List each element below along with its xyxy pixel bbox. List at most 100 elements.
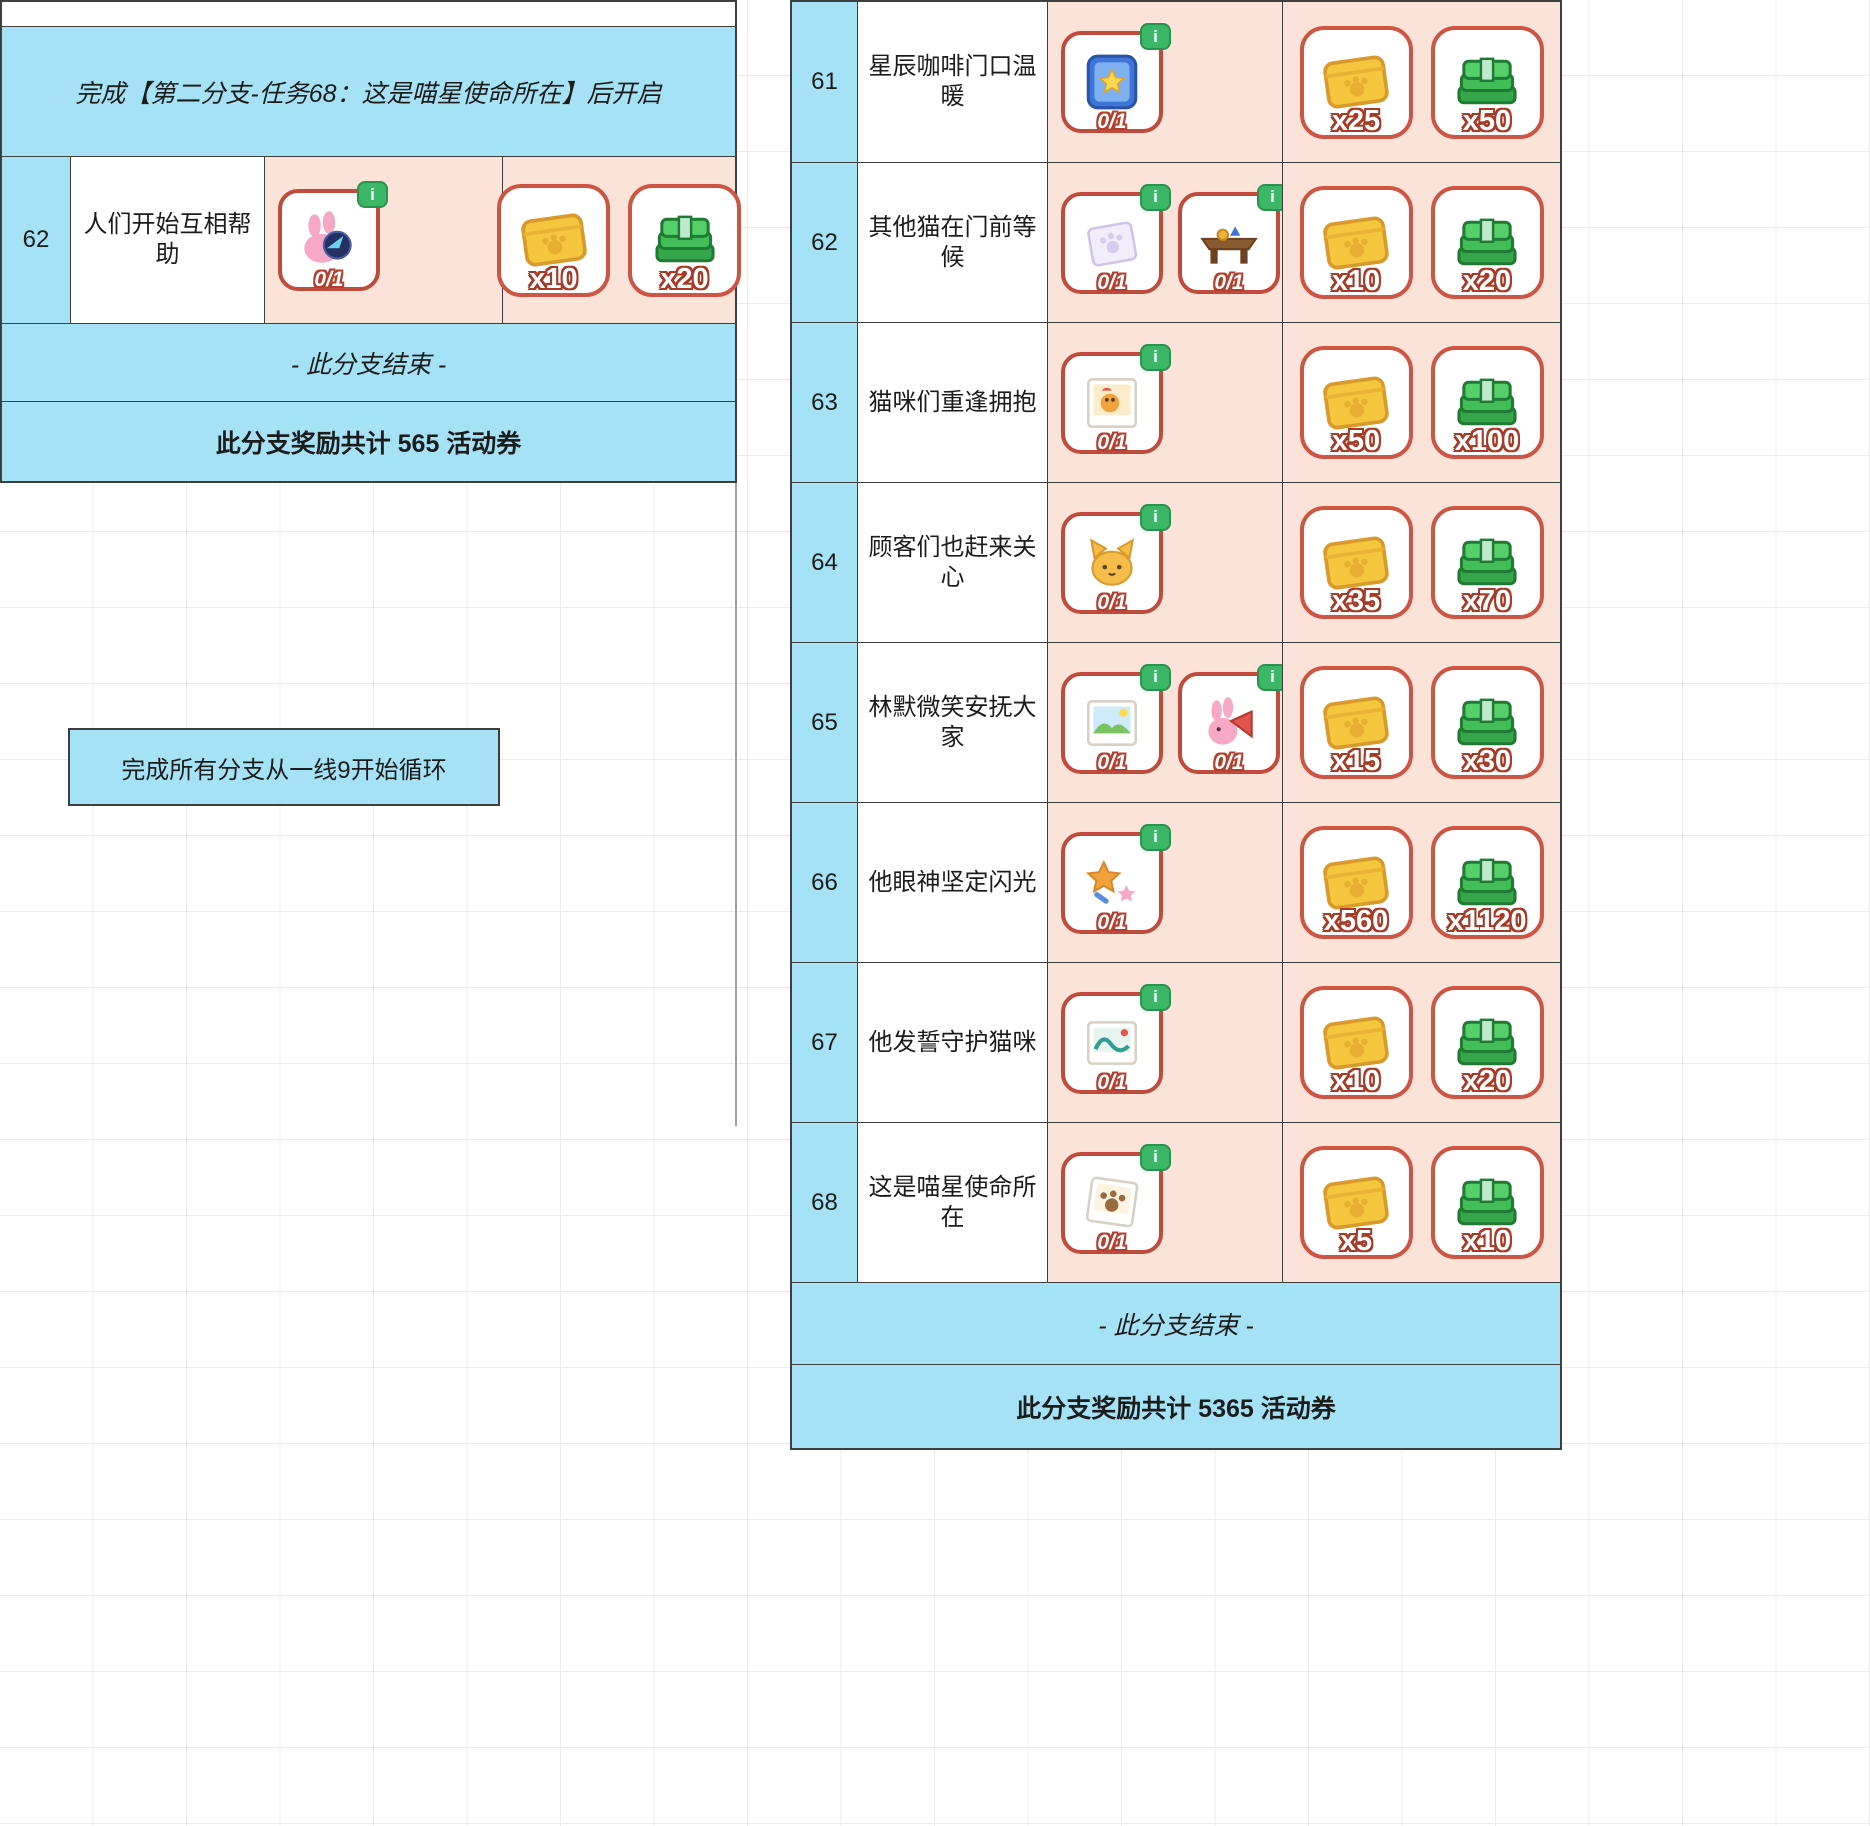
task-rewards-cell[interactable]: x5 x10 xyxy=(1282,1123,1560,1282)
task-number-cell[interactable]: 66 xyxy=(792,803,857,962)
ticket-reward-tile: x560 xyxy=(1299,826,1413,939)
info-badge-icon: i xyxy=(1140,983,1171,1011)
task-progress: 0/1 xyxy=(1097,110,1127,133)
reward-count: x20 xyxy=(1462,265,1512,297)
task-name-cell[interactable]: 林默微笑安抚大家 xyxy=(857,643,1047,802)
cat-face-icon xyxy=(1079,530,1145,596)
task-number-cell[interactable]: 61 xyxy=(792,2,857,162)
loop-note-box[interactable]: 完成所有分支从一线9开始循环 xyxy=(68,728,500,806)
postcard-teal-task-tile: i 0/1 xyxy=(1061,983,1171,1094)
ticket-reward-tile: x25 xyxy=(1299,25,1413,139)
wooden-table-icon xyxy=(1196,210,1262,276)
task-name-cell[interactable]: 星辰咖啡门口温暖 xyxy=(857,2,1047,162)
branch-end-label[interactable]: - 此分支结束 - xyxy=(792,1283,1560,1364)
task-progress: 0/1 xyxy=(1214,270,1244,294)
task-rewards-cell[interactable]: x35 x70 xyxy=(1282,483,1560,642)
task-number-cell[interactable]: 65 xyxy=(792,643,857,802)
task-name-cell[interactable]: 顾客们也赶来关心 xyxy=(857,483,1047,642)
task-number-cell[interactable]: 62 xyxy=(2,157,70,323)
branch-end-row: - 此分支结束 - xyxy=(2,323,735,401)
money-icon xyxy=(1448,1004,1526,1082)
task-name-cell[interactable]: 他眼神坚定闪光 xyxy=(857,803,1047,962)
column-divider-line xyxy=(735,480,737,1126)
money-icon xyxy=(1448,43,1526,121)
reward-count: x30 xyxy=(1462,745,1512,777)
info-badge-icon: i xyxy=(1140,23,1171,50)
empty-cell[interactable] xyxy=(2,2,735,26)
task-number-cell[interactable]: 63 xyxy=(792,323,857,482)
task-number-cell[interactable]: 62 xyxy=(792,163,857,322)
info-badge-icon: i xyxy=(1140,183,1171,211)
ticket-reward-tile: x5 xyxy=(1299,1146,1413,1259)
reward-count: x10 xyxy=(1462,1225,1512,1257)
info-badge-icon: i xyxy=(1140,663,1171,691)
money-icon xyxy=(1448,1164,1526,1242)
money-reward-tile: x20 xyxy=(1430,186,1544,299)
money-reward-tile: x20 xyxy=(628,183,741,297)
reward-count: x560 xyxy=(1323,905,1389,937)
task-number-cell[interactable]: 68 xyxy=(792,1123,857,1282)
task-name-cell[interactable]: 其他猫在门前等候 xyxy=(857,163,1047,322)
reward-count: x50 xyxy=(1462,104,1512,137)
ticket-icon xyxy=(515,201,593,279)
task-rewards-cell[interactable]: x560 x1120 xyxy=(1282,803,1560,962)
photo-paw-icon xyxy=(1079,1170,1145,1236)
ticket-icon xyxy=(1317,43,1395,121)
paw-letter-icon xyxy=(1079,210,1145,276)
task-name-cell[interactable]: 猫咪们重逢拥抱 xyxy=(857,323,1047,482)
task-progress: 0/1 xyxy=(1214,750,1244,774)
branch-total-label[interactable]: 此分支奖励共计 5365 活动券 xyxy=(792,1365,1560,1448)
branch-total-row: 此分支奖励共计 565 活动券 xyxy=(2,401,735,481)
photo-landscape-icon xyxy=(1079,690,1145,756)
task-number-cell[interactable]: 67 xyxy=(792,963,857,1122)
task-number-cell[interactable]: 64 xyxy=(792,483,857,642)
task-rewards-cell[interactable]: x10 x20 xyxy=(1282,163,1560,322)
reward-count: x10 xyxy=(1331,1065,1381,1097)
money-icon xyxy=(1448,204,1526,282)
reward-count: x35 xyxy=(1331,585,1381,617)
money-reward-tile: x70 xyxy=(1430,506,1544,619)
info-badge-icon: i xyxy=(1140,343,1171,371)
branch-total-label[interactable]: 此分支奖励共计 565 活动券 xyxy=(2,402,735,481)
money-reward-tile: x1120 xyxy=(1430,826,1544,939)
money-reward-tile: x20 xyxy=(1430,986,1544,1099)
task-progress: 0/1 xyxy=(1097,270,1127,294)
task-progress: 0/1 xyxy=(1097,1070,1127,1094)
money-reward-tile: x10 xyxy=(1430,1146,1544,1259)
branch-unlock-note[interactable]: 完成【第二分支-任务68：这是喵星使命所在】后开启 xyxy=(2,27,735,156)
empty-top-row xyxy=(2,2,735,26)
task-name-cell[interactable]: 人们开始互相帮助 xyxy=(70,157,264,323)
task-name-cell[interactable]: 他发誓守护猫咪 xyxy=(857,963,1047,1122)
task-rewards-cell[interactable]: x10 x20 xyxy=(1282,963,1560,1122)
task-rewards-cell[interactable]: x25 x50 xyxy=(1282,2,1560,162)
task-icons-cell[interactable]: i 0/1 xyxy=(1047,2,1282,162)
ticket-icon xyxy=(1317,364,1395,442)
branch-end-label[interactable]: - 此分支结束 - xyxy=(2,324,735,401)
ticket-reward-tile: x35 xyxy=(1299,506,1413,619)
ticket-reward-tile: x10 xyxy=(1299,186,1413,299)
bunny-portal-icon xyxy=(296,207,362,273)
task-name-cell[interactable]: 这是喵星使命所在 xyxy=(857,1123,1047,1282)
task-icons-cell[interactable]: i 0/1 xyxy=(1047,963,1282,1122)
